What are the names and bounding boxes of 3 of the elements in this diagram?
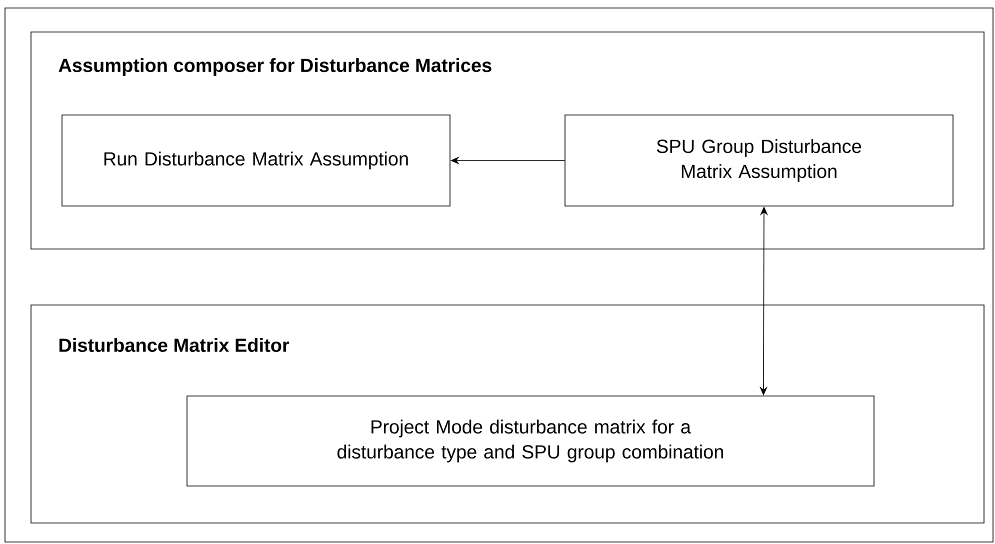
process-box: SPU Group Disturbance Matrix Assumption [564,114,954,206]
process-box: Project Mode disturbance matrix for a disturbance type and SPU group combination [186,396,874,486]
process-box: Run Disturbance Matrix Assumption [62,114,450,206]
